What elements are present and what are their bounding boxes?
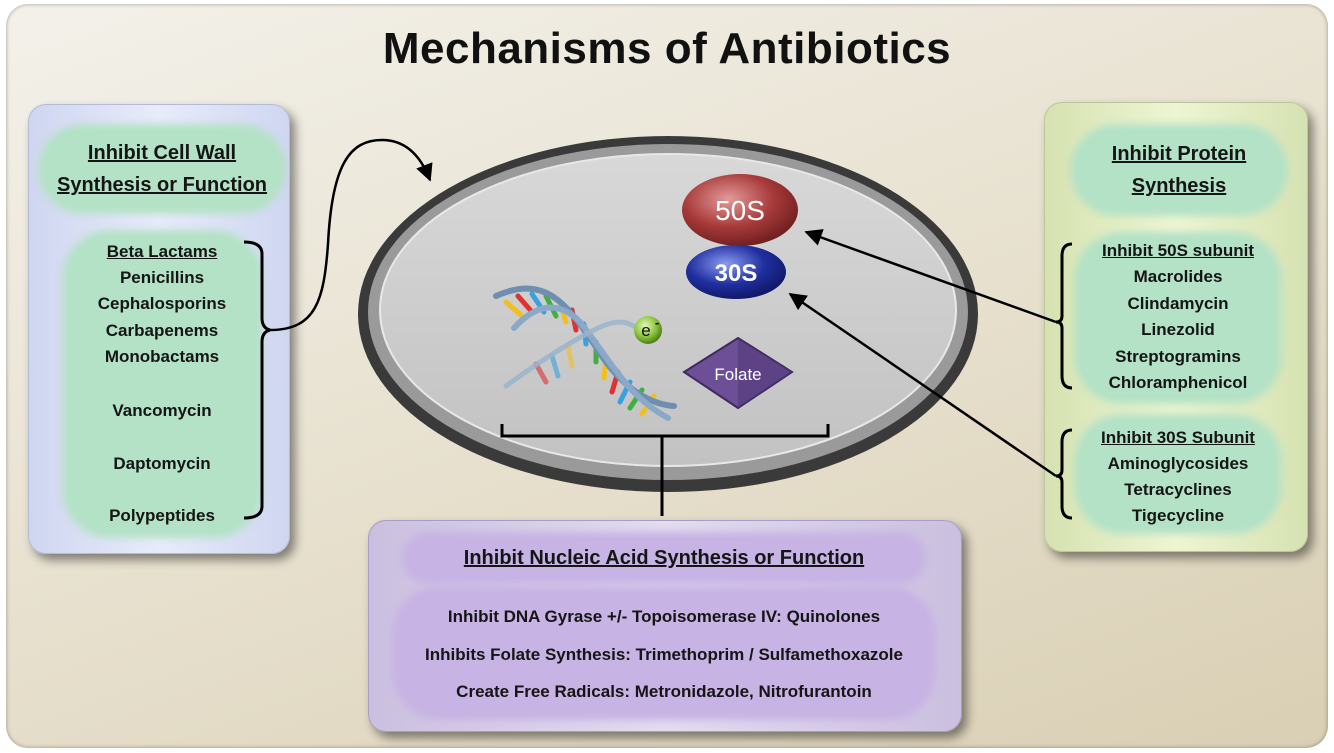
beta-lactams-label: Beta Lactams — [106, 242, 218, 261]
drug-clindamycin: Clindamycin — [1127, 294, 1229, 313]
arrow-to-30s — [788, 292, 1057, 478]
nucleic-line-folate: Inhibits Folate Synthesis: Trimethoprim … — [425, 645, 903, 664]
electron-icon — [634, 316, 662, 344]
drug-macrolides: Macrolides — [1133, 267, 1223, 286]
drug-aminoglycosides: Aminoglycosides — [1107, 454, 1249, 473]
cell-wall-arrow — [269, 138, 433, 332]
drug-cephalosporins: Cephalosporins — [97, 294, 227, 313]
ribosome-30s-icon — [686, 245, 786, 299]
bacterial-cell — [358, 136, 978, 492]
nucleic-line-free-radicals: Create Free Radicals: Metronidazole, Nit… — [456, 682, 872, 701]
electron-label: e — [641, 321, 650, 340]
sub30-label: Inhibit 30S Subunit — [1101, 428, 1255, 447]
nucleic-line-quinolones: Inhibit DNA Gyrase +/- Topoisomerase IV:… — [447, 607, 881, 626]
nucleic-bracket — [500, 424, 830, 438]
drug-penicillins: Penicillins — [119, 268, 205, 287]
dna-helix-icon — [493, 285, 677, 421]
drug-tigecycline: Tigecycline — [1131, 506, 1225, 525]
sub30-list-highlight — [1080, 420, 1276, 528]
ribosome-30s-label: 30S — [715, 260, 758, 287]
drug-chloramphenicol: Chloramphenicol — [1108, 373, 1248, 392]
cell-wall-bracket — [243, 240, 271, 520]
protein-heading-highlight — [1076, 130, 1282, 210]
nucleic-heading-highlight — [408, 538, 920, 578]
cell-wall-heading-highlight — [44, 130, 280, 208]
sub50-list-highlight — [1080, 238, 1276, 398]
diagram-graphics: 50S 30S e - Folate — [243, 136, 1073, 520]
drug-daptomycin: Daptomycin — [113, 454, 211, 473]
folate-label: Folate — [714, 365, 761, 384]
protein-heading-line2: Synthesis — [1131, 175, 1227, 197]
ribosome-50s-label: 50S — [715, 195, 765, 226]
cell-wall-list-highlight — [68, 236, 256, 532]
arrow-to-50s — [804, 229, 1057, 324]
sub50-bracket — [1055, 242, 1073, 390]
electron-sup: - — [655, 315, 659, 330]
diagram-title: Mechanisms of Antibiotics — [382, 24, 952, 73]
drug-streptogramins: Streptogramins — [1115, 347, 1241, 366]
drug-vancomycin: Vancomycin — [112, 401, 212, 420]
drug-tetracyclines: Tetracyclines — [1124, 480, 1232, 499]
sub50-label: Inhibit 50S subunit — [1101, 241, 1255, 260]
nucleic-heading: Inhibit Nucleic Acid Synthesis or Functi… — [463, 547, 865, 569]
nucleic-list-highlight — [398, 592, 930, 714]
drug-linezolid: Linezolid — [1141, 320, 1215, 339]
drug-carbapenems: Carbapenems — [105, 321, 219, 340]
ribosome-50s-icon — [682, 174, 798, 246]
sub30-bracket — [1055, 428, 1073, 520]
drug-polypeptides: Polypeptides — [109, 506, 215, 525]
drug-monobactams: Monobactams — [104, 347, 220, 366]
diagram-canvas: Mechanisms of Antibiotics Inhibit Cell W… — [6, 4, 1328, 748]
folate-diamond-shade — [738, 338, 792, 408]
cell-wall-heading-line2: Synthesis or Function — [56, 174, 268, 196]
protein-heading-line1: Inhibit Protein — [1111, 143, 1247, 165]
cell-wall-heading-line1: Inhibit Cell Wall — [87, 142, 237, 164]
